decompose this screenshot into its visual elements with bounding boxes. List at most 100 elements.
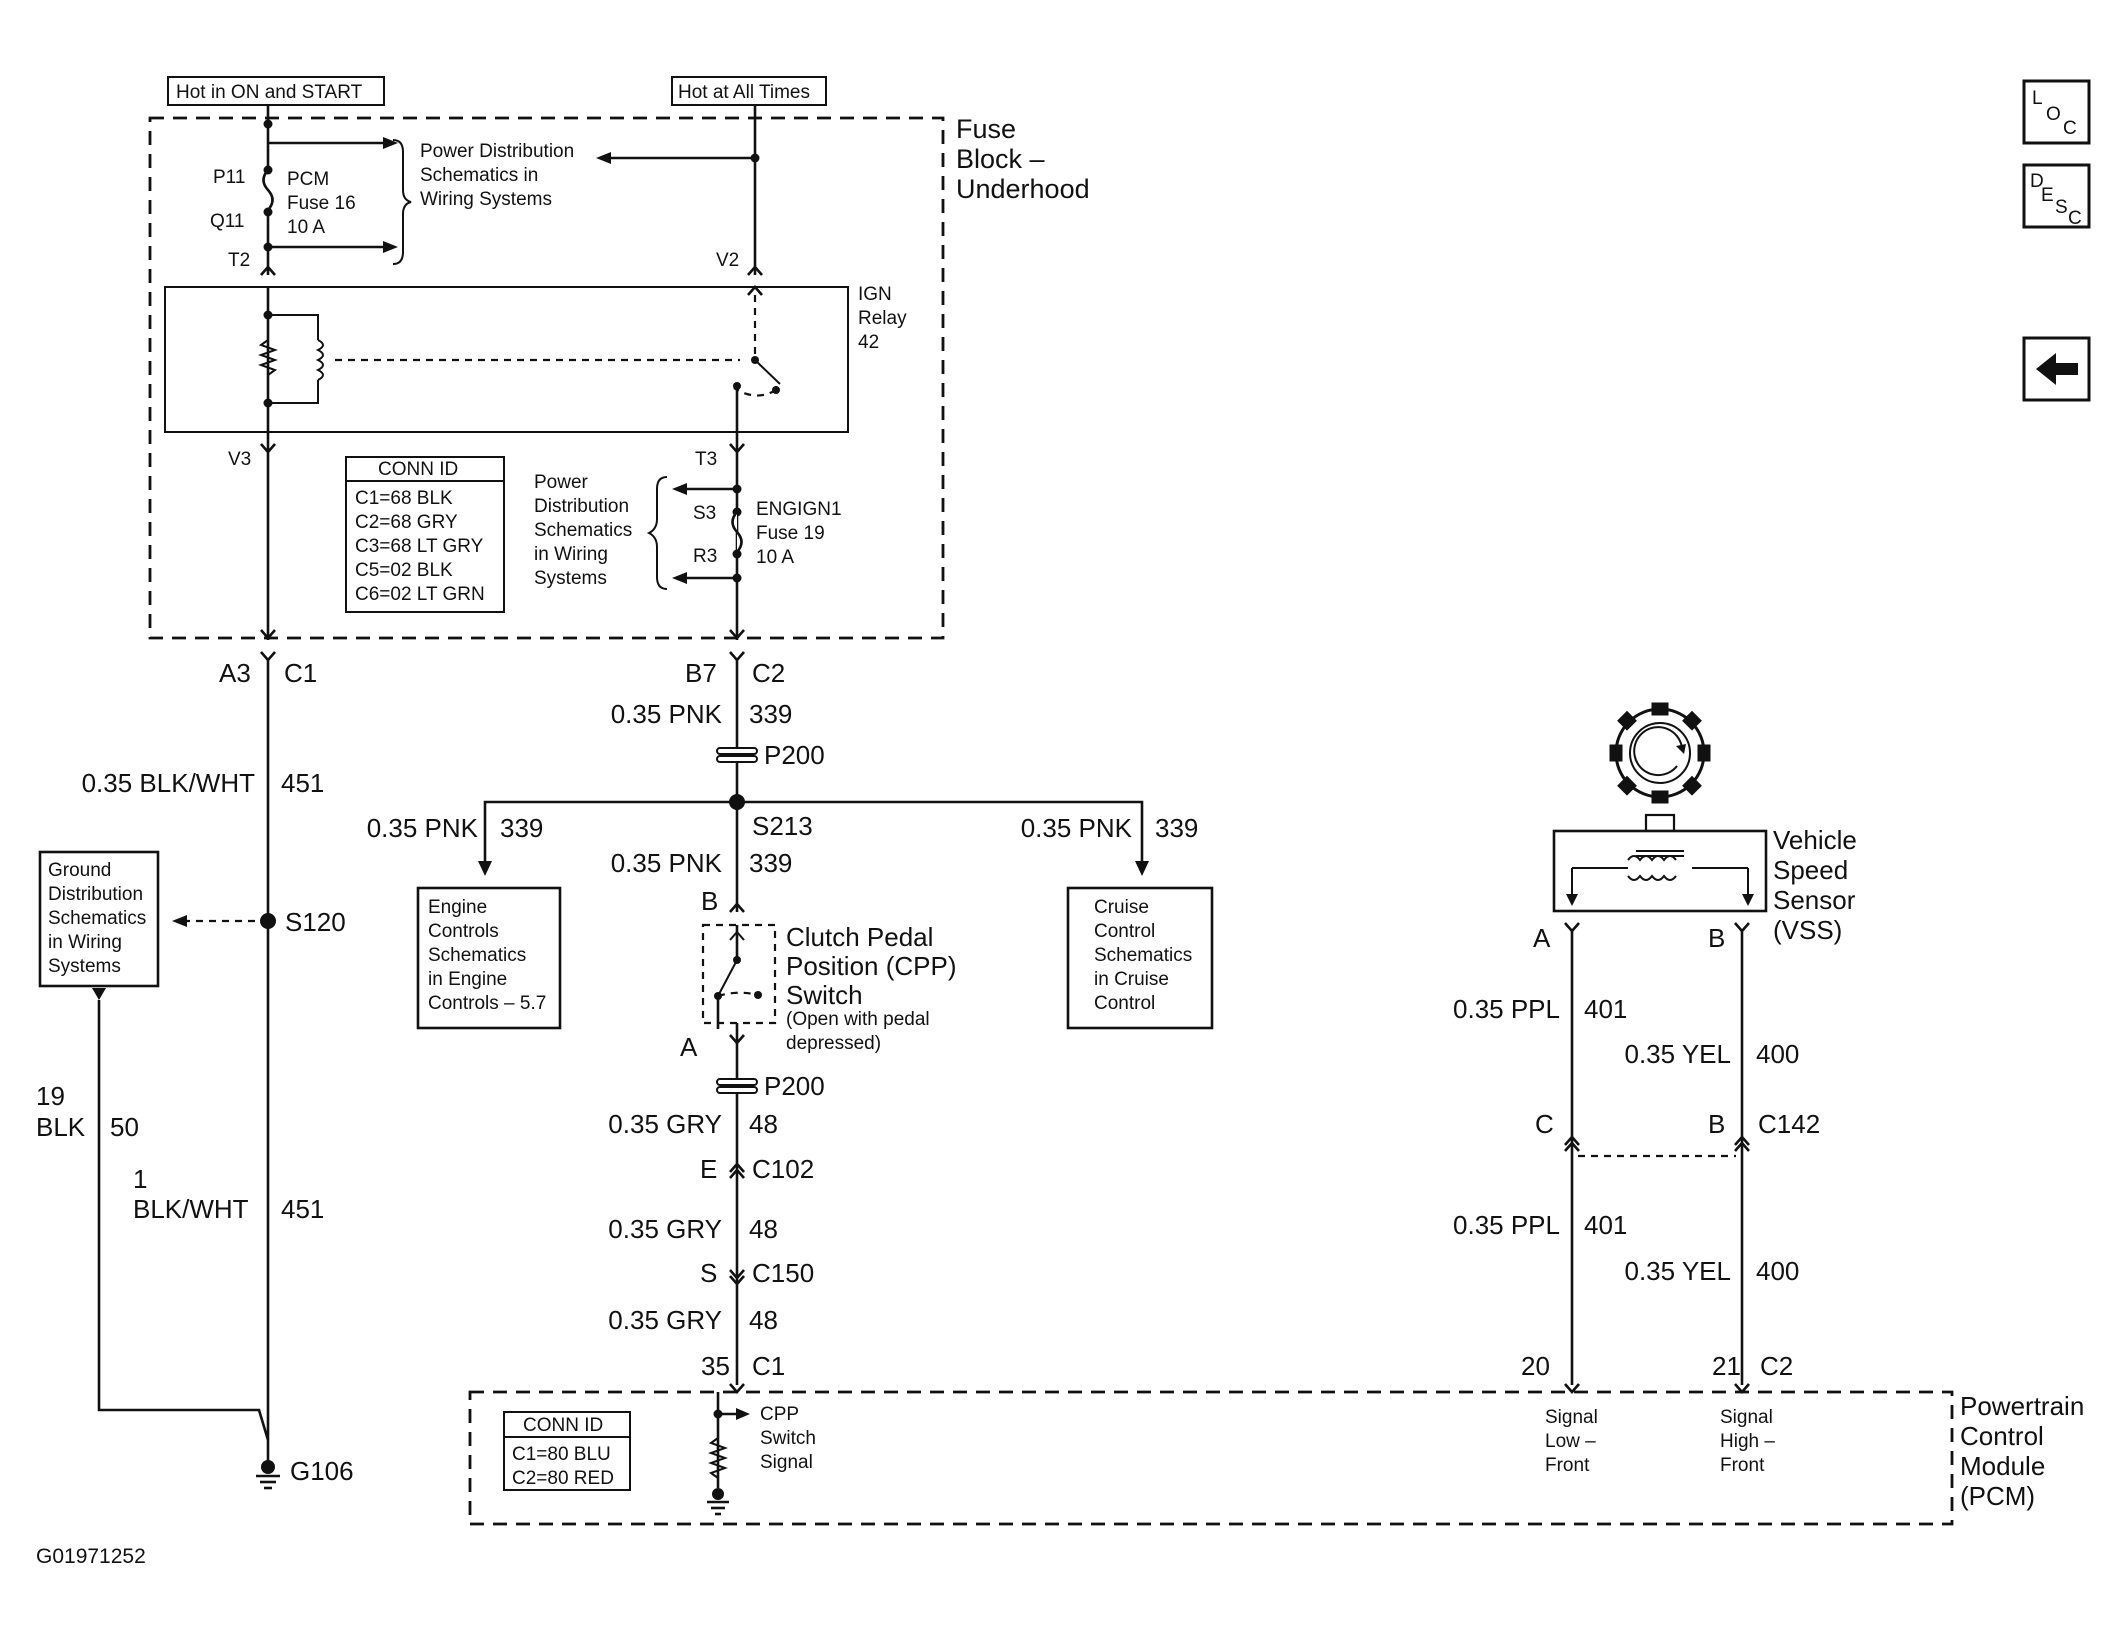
svg-text:depressed): depressed) (786, 1033, 881, 1054)
svg-text:C3=68 LT GRY: C3=68 LT GRY (355, 536, 484, 557)
engine-controls-box: Engine Controls Schematics in Engine Con… (416, 886, 562, 1030)
vss-circuit-yel2: 400 (1756, 1256, 1799, 1286)
vss-wire-ppl: 0.35 PPL (1453, 994, 1560, 1024)
signal-high-label: Signal High – Front (1720, 1407, 1775, 1476)
svg-text:Controls – 5.7: Controls – 5.7 (428, 993, 546, 1014)
svg-text:Hot at All Times: Hot at All Times (678, 82, 810, 103)
fuse-block-outline (148, 116, 945, 640)
c142-pin-c: C (1535, 1109, 1554, 1139)
svg-text:Switch: Switch (760, 1428, 816, 1449)
c102-conn: C102 (752, 1154, 814, 1184)
svg-text:S213: S213 (752, 811, 813, 841)
pcm-outline (468, 1390, 1954, 1526)
center-wire2-color: 0.35 GRY (608, 1109, 722, 1139)
back-button[interactable] (2022, 336, 2091, 402)
vss-pin-a: A (1533, 923, 1551, 953)
inline-connector-p200-bottom (716, 1078, 758, 1094)
svg-text:C2=80 RED: C2=80 RED (512, 1468, 614, 1489)
left-circuit-number: 451 (281, 768, 324, 798)
svg-text:C1=68 BLK: C1=68 BLK (355, 488, 453, 509)
vss-label: Vehicle Speed Sensor (VSS) (1773, 825, 1857, 945)
switch-pin-b: B (701, 886, 718, 916)
svg-text:P200: P200 (764, 1071, 825, 1101)
cpp-switch-outline (701, 923, 777, 1025)
svg-text:Systems: Systems (48, 956, 121, 977)
c150-pin: S (700, 1258, 717, 1288)
center-wire4-color: 0.35 GRY (608, 1305, 722, 1335)
pcm-c2-conn: C2 (1760, 1351, 1793, 1381)
left-conn-pin: A3 (219, 658, 251, 688)
svg-text:Cruise: Cruise (1094, 897, 1149, 918)
pin-t2: T2 (228, 250, 250, 271)
pin-r3: R3 (693, 546, 717, 567)
center-conn-pin: B7 (685, 658, 717, 688)
hot-on-start-label: Hot in ON and START (167, 76, 385, 106)
pcm-conn-id-table: CONN ID C1=80 BLU C2=80 RED (503, 1411, 631, 1491)
svg-text:C: C (2068, 208, 2082, 229)
relay-resistor-symbol (258, 339, 278, 376)
power-dist-top-label: Power Distribution Schematics in Wiring … (420, 141, 574, 210)
svg-text:Schematics: Schematics (428, 945, 526, 966)
svg-text:(PCM): (PCM) (1960, 1481, 2035, 1511)
brace-bottom (646, 476, 668, 590)
svg-text:(Open with pedal: (Open with pedal (786, 1009, 930, 1030)
center-circuit-number: 339 (749, 699, 792, 729)
left-circuit2-number: 451 (281, 1194, 324, 1224)
power-dist-bottom-label: Power Distribution Schematics in Wiring … (534, 472, 632, 589)
svg-text:E: E (2041, 185, 2054, 206)
pin-t3: T3 (695, 449, 717, 470)
svg-text:Control: Control (1960, 1421, 2044, 1451)
left-wire-color: 0.35 BLK/WHT (82, 768, 256, 798)
engign-fuse-symbol (731, 511, 743, 553)
svg-text:42: 42 (858, 332, 879, 353)
svg-text:CONN ID: CONN ID (523, 1415, 603, 1436)
svg-text:Power: Power (534, 472, 589, 493)
svg-text:Schematics: Schematics (1094, 945, 1192, 966)
svg-text:P200: P200 (764, 740, 825, 770)
svg-text:C6=02 LT GRN: C6=02 LT GRN (355, 584, 485, 605)
fuse-block-conn-id-table: CONN ID C1=68 BLK C2=68 GRY C3=68 LT GRY… (345, 456, 505, 613)
svg-text:in Wiring: in Wiring (534, 544, 608, 565)
desc-button[interactable]: D E S C (2022, 163, 2091, 229)
svg-text:Fuse: Fuse (956, 114, 1016, 144)
svg-text:CONN ID: CONN ID (378, 459, 458, 480)
svg-text:Vehicle: Vehicle (1773, 825, 1857, 855)
pcm-c2-pin-20: 20 (1521, 1351, 1550, 1381)
c102-pin: E (700, 1154, 717, 1184)
svg-text:Front: Front (1720, 1455, 1765, 1476)
svg-text:Signal: Signal (1720, 1407, 1773, 1428)
c142-conn: C142 (1758, 1109, 1820, 1139)
c150-conn: C150 (752, 1258, 814, 1288)
svg-text:S120: S120 (285, 907, 346, 937)
svg-text:Ground: Ground (48, 860, 111, 881)
branch-right-wire: 0.35 PNK (1021, 813, 1133, 843)
pin-v2: V2 (716, 250, 739, 271)
svg-text:in Wiring: in Wiring (48, 932, 122, 953)
svg-text:Schematics: Schematics (534, 520, 632, 541)
left-wire2-gauge: 1 (133, 1164, 147, 1194)
svg-text:Wiring Systems: Wiring Systems (420, 189, 552, 210)
svg-text:IGN: IGN (858, 284, 892, 305)
pin-p11: P11 (213, 167, 245, 188)
svg-text:Module: Module (1960, 1451, 2045, 1481)
pin-q11: Q11 (210, 211, 245, 232)
engign-fuse-label: ENGIGN1 Fuse 19 10 A (756, 499, 842, 568)
signal-low-label: Signal Low – Front (1545, 1407, 1598, 1476)
pcm-c1-conn: C1 (752, 1351, 785, 1381)
inline-connector-p200-top (716, 747, 758, 763)
loc-button[interactable]: L O C (2022, 79, 2091, 145)
cpp-switch-label: Clutch Pedal Position (CPP) Switch (786, 922, 957, 1010)
cpp-switch-note: (Open with pedal depressed) (786, 1009, 930, 1054)
vss-wire-ppl2: 0.35 PPL (1453, 1210, 1560, 1240)
svg-text:Controls: Controls (428, 921, 499, 942)
svg-text:C: C (2063, 118, 2077, 139)
left-wire2-color: BLK/WHT (133, 1194, 249, 1224)
svg-text:Underhood: Underhood (956, 174, 1090, 204)
svg-text:Switch: Switch (786, 980, 863, 1010)
vss-circuit-ppl: 401 (1584, 994, 1627, 1024)
svg-text:CPP: CPP (760, 1404, 799, 1425)
ign-relay-label: IGN Relay 42 (858, 284, 907, 353)
gnd-wire-color: BLK (36, 1112, 86, 1142)
svg-text:Signal: Signal (1545, 1407, 1598, 1428)
fuse-block-title: Fuse Block – Underhood (956, 114, 1090, 204)
